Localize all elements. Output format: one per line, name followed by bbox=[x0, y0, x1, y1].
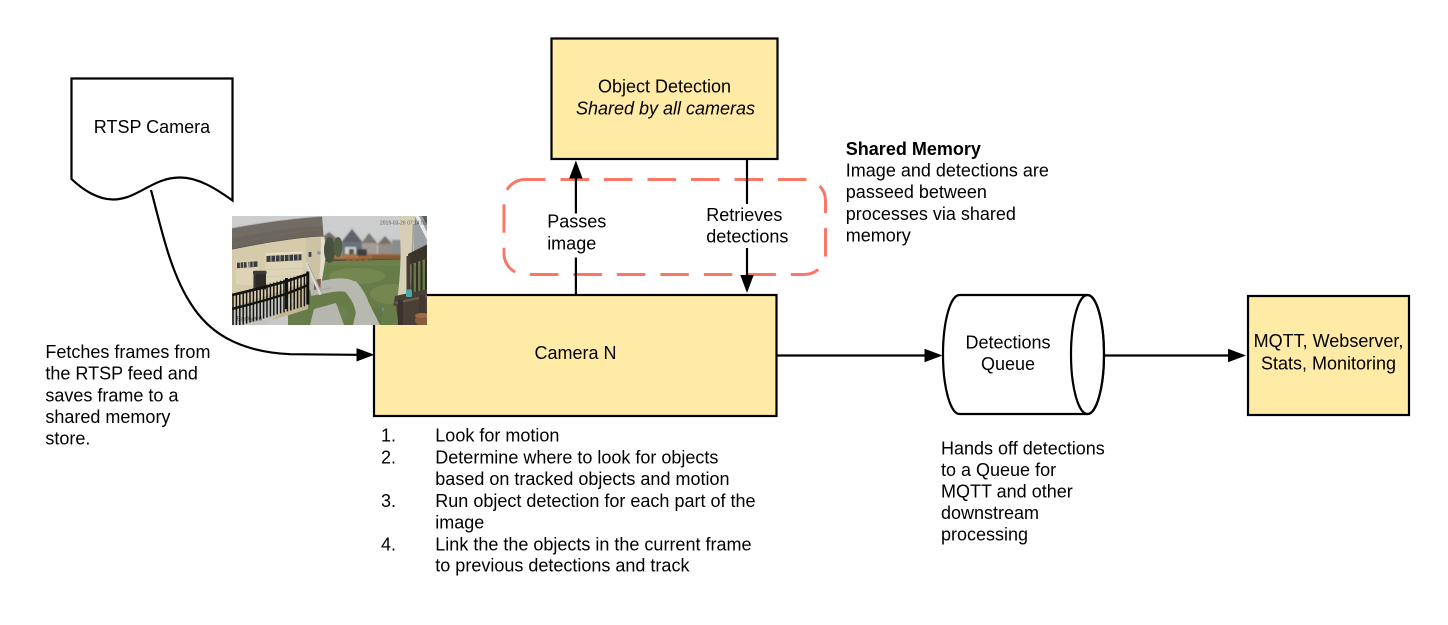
svg-text:the RTSP feed and: the RTSP feed and bbox=[45, 364, 197, 384]
svg-text:Run object detection for each: Run object detection for each part of th… bbox=[435, 491, 755, 511]
svg-text:Retrieves: Retrieves bbox=[706, 205, 782, 225]
svg-text:Look for motion: Look for motion bbox=[435, 426, 559, 446]
svg-text:based on tracked objects and m: based on tracked objects and motion bbox=[435, 469, 729, 489]
svg-text:to a Queue for: to a Queue for bbox=[941, 460, 1056, 480]
svg-text:1.: 1. bbox=[381, 426, 396, 446]
svg-text:processes via shared: processes via shared bbox=[846, 204, 1016, 224]
svg-text:store.: store. bbox=[45, 429, 90, 449]
svg-text:MQTT, Webserver,: MQTT, Webserver, bbox=[1254, 331, 1404, 351]
svg-text:to previous detections and tra: to previous detections and track bbox=[435, 555, 690, 575]
svg-text:Camera N: Camera N bbox=[534, 343, 616, 363]
svg-text:Shared by all cameras: Shared by all cameras bbox=[576, 99, 755, 119]
svg-text:Link the the objects in the cu: Link the the objects in the current fram… bbox=[435, 534, 751, 554]
svg-text:Stats, Monitoring: Stats, Monitoring bbox=[1261, 354, 1396, 374]
svg-text:3.: 3. bbox=[381, 491, 396, 511]
svg-text:saves frame to a: saves frame to a bbox=[45, 385, 179, 405]
svg-text:Hands off detections: Hands off detections bbox=[941, 439, 1105, 459]
svg-text:Passes: Passes bbox=[547, 212, 606, 232]
svg-text:Queue: Queue bbox=[981, 354, 1035, 374]
svg-text:downstream: downstream bbox=[941, 503, 1039, 523]
svg-text:Shared Memory: Shared Memory bbox=[846, 139, 981, 159]
svg-text:Image and detections are: Image and detections are bbox=[846, 161, 1049, 181]
svg-text:memory: memory bbox=[846, 225, 911, 245]
svg-text:4.: 4. bbox=[381, 534, 396, 554]
svg-text:Object Detection: Object Detection bbox=[598, 77, 731, 97]
svg-text:image: image bbox=[547, 233, 596, 253]
svg-text:Fetches frames from: Fetches frames from bbox=[45, 342, 210, 362]
svg-text:Detections: Detections bbox=[965, 332, 1050, 352]
svg-text:2019-03-26 07:14:02: 2019-03-26 07:14:02 bbox=[380, 221, 427, 227]
svg-text:passeed between: passeed between bbox=[846, 182, 987, 202]
svg-text:RTSP Camera: RTSP Camera bbox=[94, 117, 211, 137]
svg-text:2.: 2. bbox=[381, 447, 396, 467]
svg-text:MQTT and other: MQTT and other bbox=[941, 482, 1073, 502]
svg-text:Determine where to look for ob: Determine where to look for objects bbox=[435, 447, 718, 467]
svg-text:Backyard: Backyard bbox=[237, 317, 262, 323]
svg-text:detections: detections bbox=[706, 227, 788, 247]
svg-text:image: image bbox=[435, 513, 484, 533]
svg-text:processing: processing bbox=[941, 525, 1028, 545]
svg-text:shared memory: shared memory bbox=[45, 407, 170, 427]
